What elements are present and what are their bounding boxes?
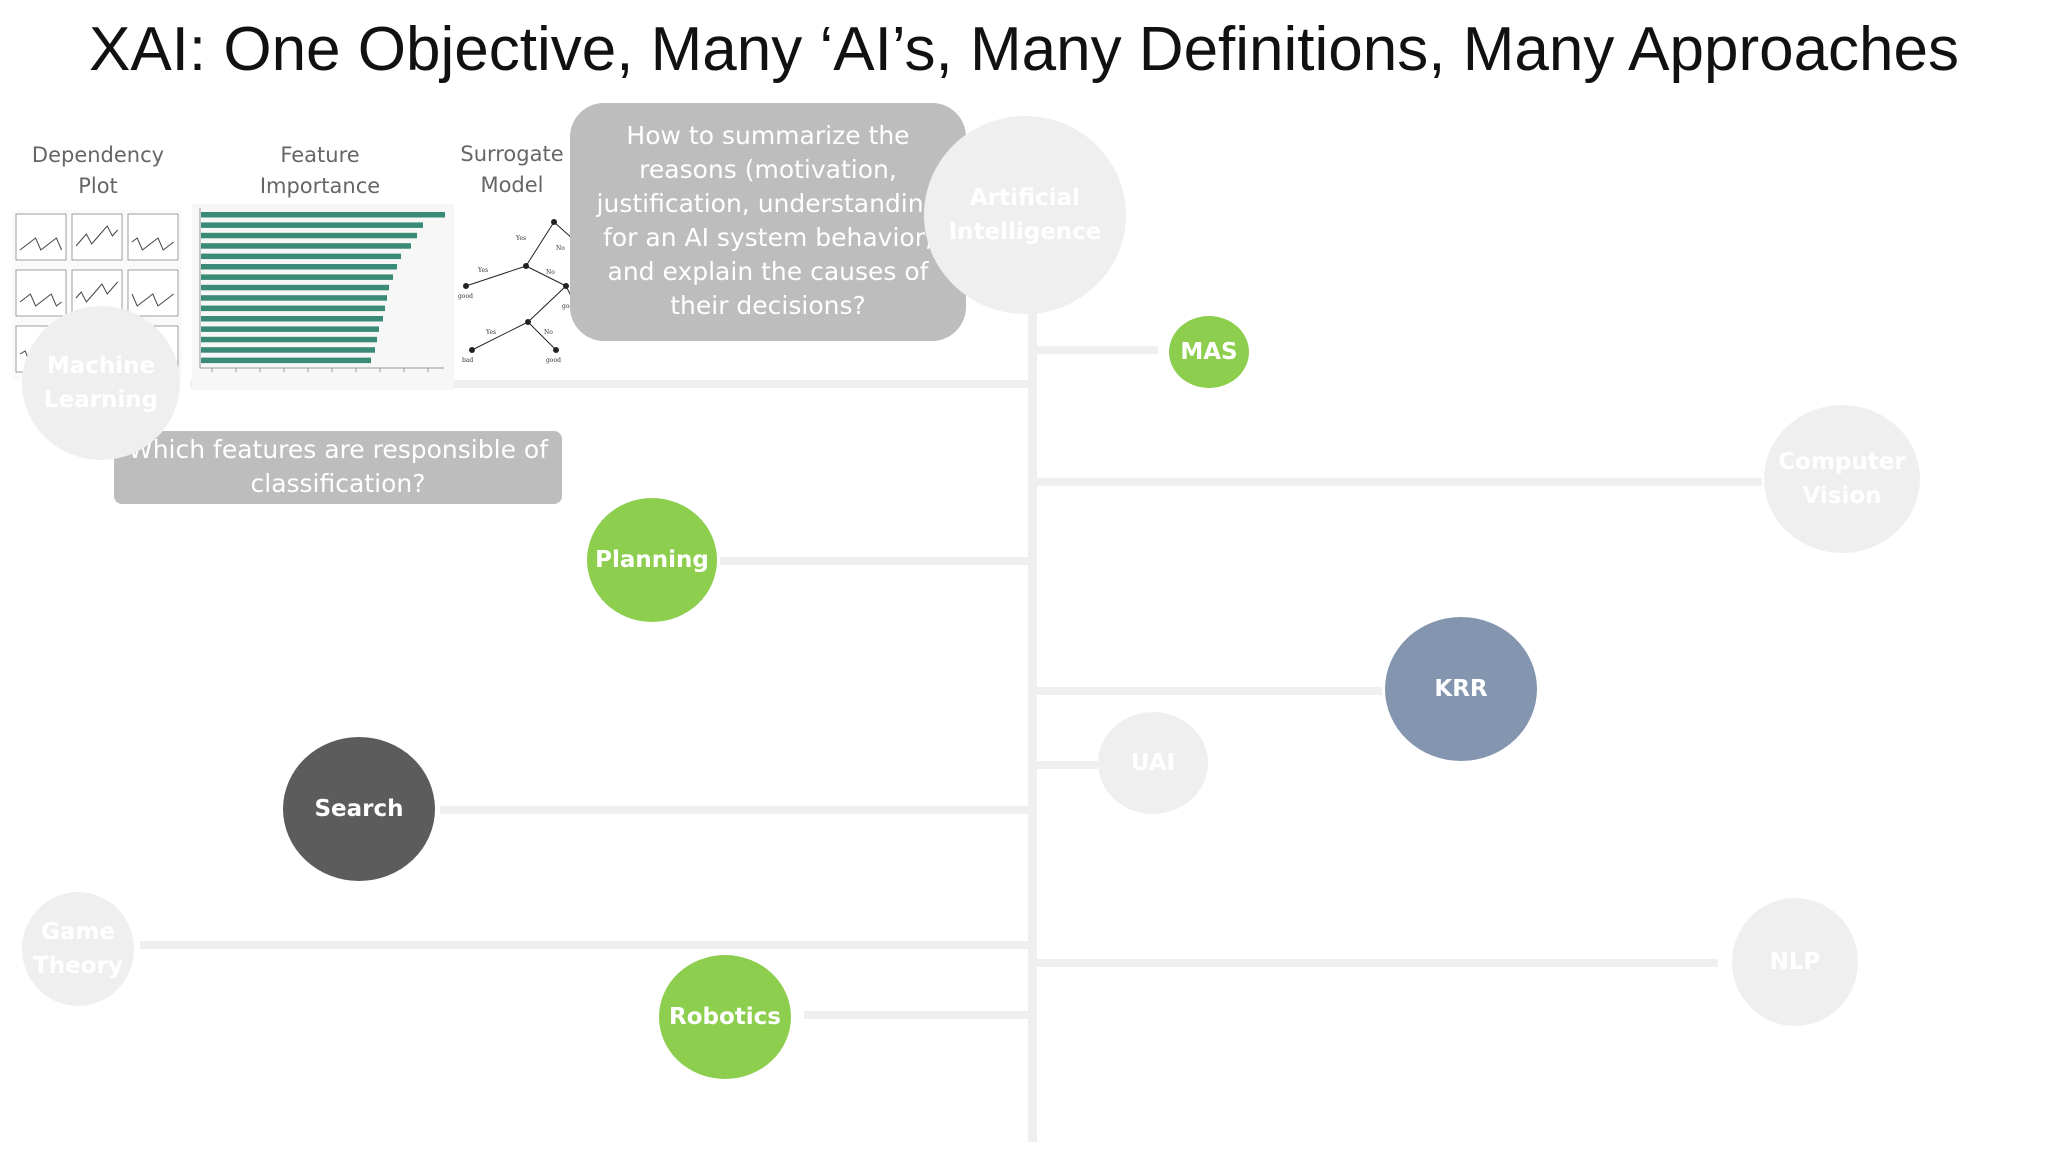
- feature-bar: [201, 316, 383, 322]
- node-game-theory: Game Theory: [22, 892, 134, 1006]
- dependency-panel: [15, 269, 67, 317]
- tree-label: No: [544, 329, 553, 336]
- feature-bar: [201, 243, 411, 249]
- branch-ml: [190, 380, 1032, 388]
- node-computer-vision: Computer Vision: [1764, 405, 1920, 553]
- callout-summarize-reasons: How to summarize the reasons (motivation…: [570, 103, 966, 341]
- node-robotics[interactable]: Robotics: [656, 952, 794, 1082]
- caption-dependency-plot: Dependency Plot: [31, 143, 165, 198]
- tree-leaf: good: [546, 357, 561, 364]
- tree-label: No: [546, 269, 555, 276]
- feature-bar: [201, 222, 423, 228]
- dependency-panel: [71, 213, 123, 261]
- feature-bar: [201, 347, 375, 353]
- branch-game: [140, 941, 1032, 949]
- branch-search: [440, 806, 1032, 814]
- dependency-panel: [127, 213, 179, 261]
- branch-uai: [1032, 761, 1098, 769]
- slide-title: XAI: One Objective, Many ‘AI’s, Many Def…: [88, 15, 1960, 84]
- tree-leaf: good: [458, 293, 473, 300]
- node-artificial-intelligence: Artificial Intelligence: [924, 116, 1126, 314]
- tree-leaf: good: [562, 303, 577, 310]
- feature-bar: [201, 253, 401, 260]
- node-krr[interactable]: KRR: [1382, 614, 1540, 764]
- branch-robotics: [804, 1011, 1032, 1019]
- caption-feature-importance: Feature Importance: [259, 143, 381, 198]
- dependency-panel: [127, 269, 179, 317]
- callout-features-responsible: Which features are responsible of classi…: [114, 431, 562, 504]
- dependency-curve: [131, 293, 174, 307]
- feature-bar: [201, 284, 389, 291]
- branch-cv: [1032, 478, 1762, 486]
- tree-leaf: bad: [462, 357, 473, 364]
- feature-bar: [201, 357, 371, 364]
- tree-label: Yes: [515, 235, 526, 242]
- tree-label: Yes: [477, 267, 488, 274]
- caption-surrogate-model: Surrogate Model: [460, 142, 564, 197]
- feature-bar: [201, 295, 387, 301]
- feature-bar: [201, 336, 377, 343]
- branch-krr: [1032, 687, 1386, 695]
- surrogate-model-tree: Yes No Yes No Yes No good good bad good: [458, 219, 577, 364]
- feature-bar: [201, 305, 385, 312]
- node-nlp: NLP: [1732, 898, 1858, 1026]
- dependency-panel: [15, 213, 67, 261]
- trunk-line: [1028, 300, 1037, 1142]
- branch-planning: [720, 557, 1032, 565]
- node-search[interactable]: Search: [280, 734, 438, 884]
- node-machine-learning: Machine Learning: [22, 306, 180, 460]
- dependency-curve: [75, 225, 118, 247]
- dependency-curve: [131, 237, 174, 251]
- feature-bar: [201, 232, 417, 239]
- dependency-curve: [19, 237, 63, 251]
- dependency-curve: [75, 281, 118, 303]
- feature-importance-chart: [192, 204, 454, 390]
- dependency-curve: [19, 293, 62, 307]
- tree-label: No: [556, 245, 565, 252]
- feature-bar: [201, 274, 393, 280]
- feature-bar: [201, 212, 445, 218]
- branch-mas: [1032, 346, 1158, 354]
- feature-bar: [201, 326, 379, 332]
- branch-nlp: [1032, 959, 1718, 967]
- tree-label: Yes: [485, 329, 496, 336]
- feature-bar: [201, 264, 397, 270]
- node-mas[interactable]: MAS: [1166, 313, 1252, 391]
- node-planning[interactable]: Planning: [584, 495, 720, 625]
- node-uai: UAI: [1098, 712, 1208, 814]
